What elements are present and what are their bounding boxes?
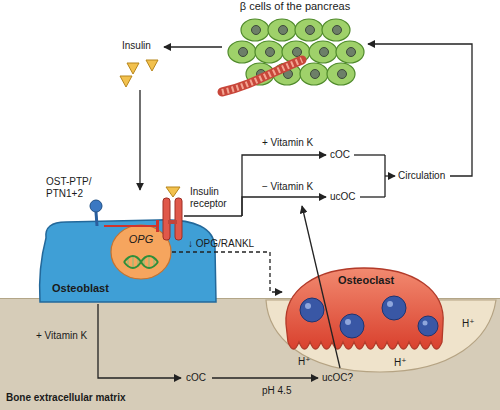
signal-line	[184, 215, 242, 216]
cell-nucleus	[333, 26, 342, 35]
beta-cell	[336, 41, 364, 63]
beta-cell	[228, 41, 256, 63]
nucleus-highlight	[387, 301, 393, 307]
nucleus-highlight	[305, 303, 311, 309]
cell-nucleus	[338, 70, 347, 79]
cell-nucleus	[252, 26, 261, 35]
insulin-triangle	[166, 187, 180, 197]
blood-vessel	[222, 60, 302, 92]
annotation-label: H⁺	[394, 357, 407, 369]
beta-cell	[255, 41, 283, 63]
node-text: Osteoblast	[52, 282, 109, 295]
nucleus-body	[111, 225, 171, 279]
annotation-label: + Vitamin K	[36, 330, 87, 342]
beta-cell	[300, 63, 328, 85]
cell-nucleus	[293, 48, 302, 57]
beta-cell	[327, 63, 355, 85]
cell-nucleus	[239, 48, 248, 57]
osteoblast-cell: OsteoblastOPG	[38, 218, 218, 304]
cell-nucleus	[279, 26, 288, 35]
annotation-label: cOC	[186, 372, 206, 384]
node-text: β cells of the pancreas	[220, 0, 370, 13]
receptor-link	[168, 220, 177, 224]
insulin-receptor	[175, 198, 182, 240]
nucleus-highlight	[423, 321, 428, 326]
annotation-label: cOC	[330, 149, 350, 161]
node-text: Bone extracellular matrix	[6, 391, 126, 404]
dna-strand	[124, 256, 158, 268]
dna-rung	[149, 257, 150, 267]
decarboxylation-arrow	[212, 377, 318, 378]
insulin-receptor	[163, 198, 170, 240]
node-text: Osteoclast	[338, 274, 394, 287]
cell-nucleus	[266, 48, 275, 57]
node-outline	[220, 0, 370, 98]
annotation-label: − Vitamin K	[262, 181, 313, 193]
cell-nucleus	[347, 48, 356, 57]
annotation-label: Insulin	[122, 40, 151, 52]
beta-cell	[322, 19, 350, 41]
cell-nucleus	[320, 48, 329, 57]
osteoclast-nucleus	[382, 296, 406, 320]
carboxylation-arrow	[242, 155, 326, 216]
annotation-label: H⁺	[298, 356, 311, 368]
dna-strand	[124, 256, 158, 268]
osteoclast-body	[286, 268, 443, 349]
annotation-label: ucOC?	[322, 372, 353, 384]
merge-line	[360, 196, 385, 197]
phosphatase-stalk	[96, 212, 97, 226]
pancreas-cluster: β cells of the pancreas	[220, 0, 370, 98]
insulin-triangle	[120, 76, 132, 87]
vessel-stripes	[222, 60, 302, 92]
phosphatase-head	[90, 200, 102, 212]
beta-cell	[241, 19, 269, 41]
annotation-label: pH 4.5	[262, 385, 291, 397]
annotation-label: ucOC	[330, 191, 356, 203]
nucleus-highlight	[345, 319, 351, 325]
inhibition-line	[104, 225, 158, 227]
merge-line	[354, 154, 385, 155]
annotation-label: H⁺	[462, 318, 475, 330]
dna-rung	[133, 257, 134, 267]
beta-cell	[268, 19, 296, 41]
cell-nucleus	[306, 26, 315, 35]
beta-cell	[295, 19, 323, 41]
signal-connector	[172, 252, 282, 292]
circulation-arrow	[385, 175, 395, 176]
pathway-arrows	[98, 44, 472, 378]
cell-nucleus	[311, 70, 320, 79]
undercarboxylated-arrow	[242, 197, 326, 216]
insulin-triangle	[146, 60, 158, 71]
osteoblast-body	[40, 220, 216, 302]
annotation-label: OST-PTP/ PTN1+2	[46, 176, 98, 200]
matrix-arrow	[98, 304, 181, 378]
binding-arrow	[139, 90, 140, 190]
osteoclast-nucleus	[340, 314, 364, 338]
feedback-arrow	[368, 44, 472, 176]
insulin-triangle	[127, 63, 139, 74]
annotation-label: Insulin receptor	[190, 186, 238, 210]
osteoclast-nucleus	[418, 316, 438, 336]
secretion-arrow	[164, 46, 222, 47]
connector-label: ↓ OPG/RANKL	[188, 238, 254, 250]
beta-cell	[309, 41, 337, 63]
annotation-label: + Vitamin K	[262, 137, 313, 149]
annotation-label: Circulation	[398, 170, 445, 182]
release-arrow	[302, 206, 340, 368]
osteoclast-nucleus	[300, 298, 324, 322]
